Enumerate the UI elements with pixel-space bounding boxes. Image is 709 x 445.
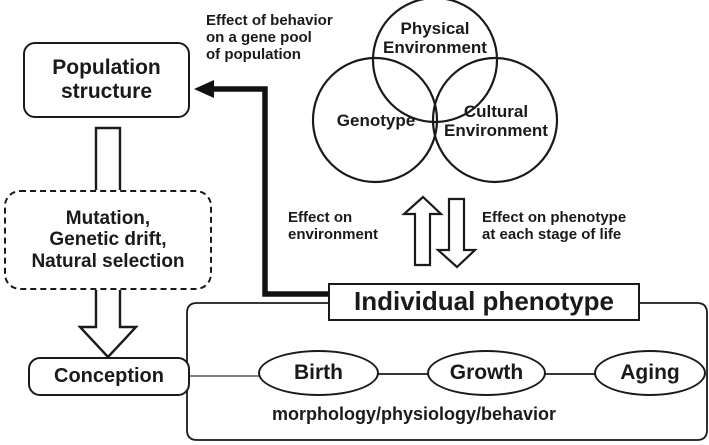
circle-cultural-environment [431,56,559,184]
block-arrow-population-to-forces [94,126,122,194]
box-conception-label: Conception [54,365,164,388]
block-arrow-effect-on-phenotype [435,197,478,269]
annotation-effect-of-behavior: Effect of behavior on a gene pool of pop… [206,12,333,64]
annotation-effect-on-environment: Effect on environment [288,209,379,244]
ellipse-birth[interactable]: Birth [258,350,379,396]
block-arrow-forces-to-conception [77,286,139,359]
box-individual-phenotype-label: Individual phenotype [353,286,614,317]
box-population-structure-label: Population structure [52,56,161,103]
block-arrow-effect-on-environment [401,195,444,267]
feedback-arrowhead [194,80,214,98]
circle-genotype [311,56,439,184]
ellipse-growth[interactable]: Growth [427,350,546,396]
ellipse-aging[interactable]: Aging [594,350,706,396]
circle-label-cultural-environment: Cultural Environment [444,102,548,140]
box-evolutionary-forces-label: Mutation, Genetic drift, Natural selecti… [31,208,185,272]
box-conception[interactable]: Conception [28,357,190,396]
box-individual-phenotype[interactable]: Individual phenotype [328,283,640,321]
ellipse-birth-label: Birth [294,361,343,384]
circle-physical-environment [371,0,499,124]
box-evolutionary-forces[interactable]: Mutation, Genetic drift, Natural selecti… [4,190,212,290]
life-stage-bracket [186,302,708,441]
circle-label-genotype: Genotype [336,111,416,130]
annotation-effect-on-phenotype: Effect on phenotype at each stage of lif… [482,209,627,244]
box-population-structure[interactable]: Population structure [23,42,190,118]
ellipse-aging-label: Aging [620,361,680,384]
circle-label-physical-environment: Physical Environment [383,19,487,57]
annotation-morphology-physiology-behavior: morphology/physiology/behavior [272,404,557,424]
feedback-arrow-phenotype-to-population [205,86,330,297]
ellipse-growth-label: Growth [449,361,524,384]
